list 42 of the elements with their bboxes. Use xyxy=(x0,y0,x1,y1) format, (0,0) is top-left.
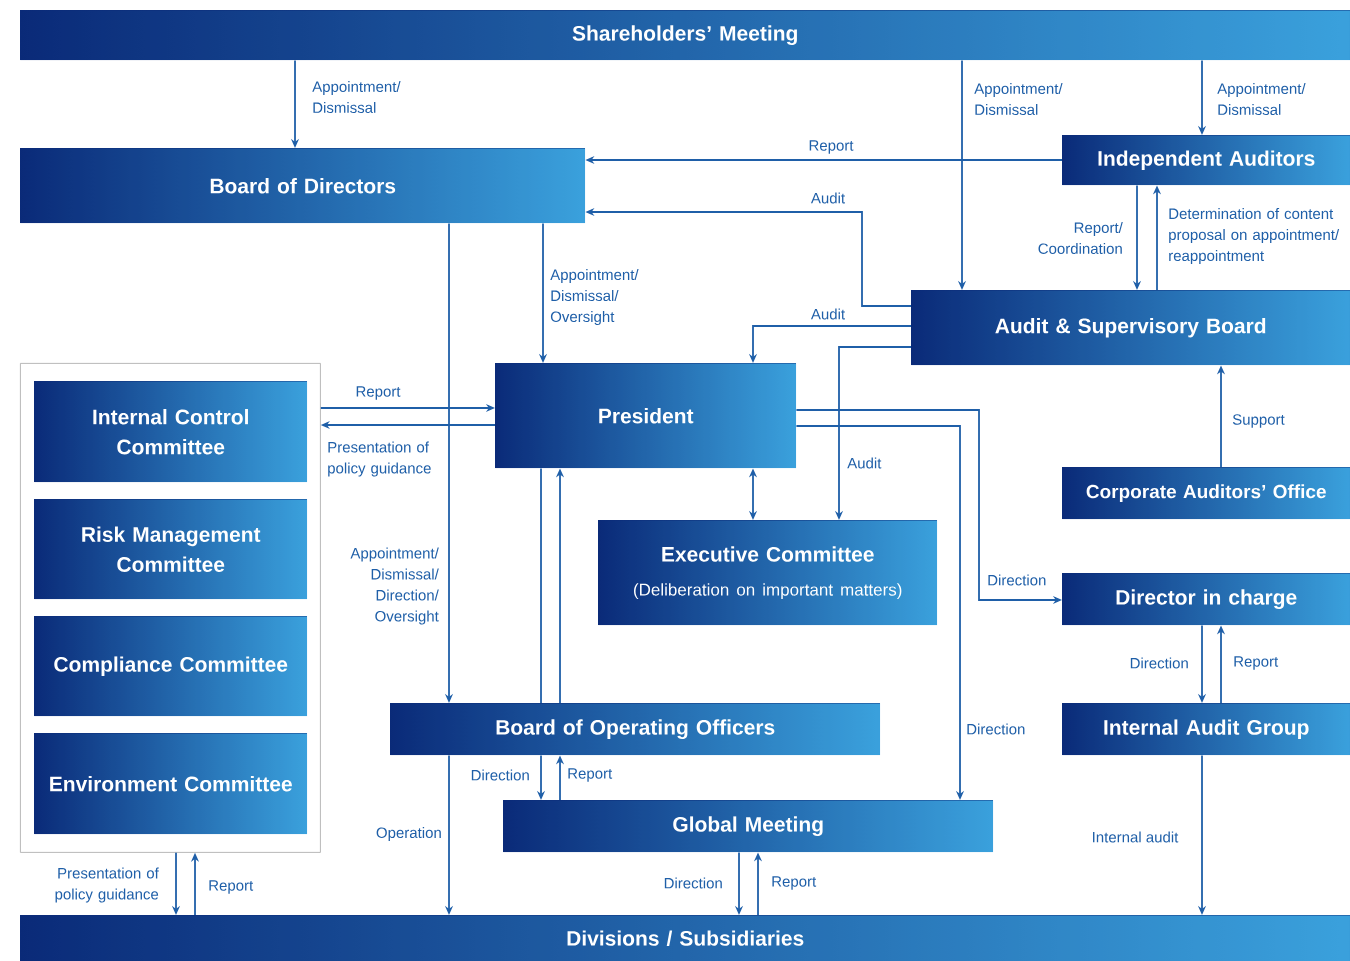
edge-label: Determination of content proposal on appointment/ reappointment xyxy=(1169,208,1340,264)
edge-label: Presentation of policy guidance xyxy=(328,441,431,477)
box: Environment Committee xyxy=(34,733,308,835)
box: Internal Control Committee xyxy=(34,381,308,483)
box: Executive Committee (Deliberation on important matters) xyxy=(598,520,938,626)
edge-label: Audit xyxy=(847,457,882,469)
edge-label: Report/ Coordination xyxy=(1038,222,1123,254)
edge-label: Internal audit xyxy=(1093,831,1179,843)
box: Divisions / Subsidiaries xyxy=(20,915,1350,961)
box: Independent Auditors xyxy=(1062,135,1350,186)
edge-label: Audit xyxy=(810,308,845,320)
edge-label: Direction xyxy=(664,877,722,889)
edge-label: Report xyxy=(1234,656,1279,670)
edge-label: Direction xyxy=(988,574,1046,586)
edge-label: Report xyxy=(356,386,401,400)
box: Corporate Auditors’ Office xyxy=(1062,467,1350,520)
box: Global Meeting xyxy=(503,800,994,853)
edge-label: Report xyxy=(809,140,854,154)
box: Compliance Committee xyxy=(34,616,308,717)
box: Board of Operating Officers xyxy=(390,703,881,756)
box: President xyxy=(495,363,797,469)
edge-label: Direction xyxy=(1130,657,1188,669)
edge-label: Report xyxy=(772,876,817,890)
edge-label: Report xyxy=(209,880,254,894)
box: Board of Directors xyxy=(20,148,586,224)
edge-label: Appointment/ Dismissal xyxy=(974,83,1063,115)
box: Internal Audit Group xyxy=(1062,703,1350,756)
edge-label: Support xyxy=(1232,414,1285,428)
edge-label: Operation xyxy=(376,827,441,841)
box: Shareholders’ Meeting xyxy=(20,10,1350,61)
edge-label: Appointment/ Dismissal/ Oversight xyxy=(550,269,639,325)
edge-label: Report xyxy=(568,768,613,782)
edge-label: Appointment/ Dismissal xyxy=(312,81,401,113)
box: Director in charge xyxy=(1062,573,1350,626)
box: Audit & Supervisory Board xyxy=(911,290,1350,366)
box: Risk Management Committee xyxy=(34,499,308,600)
edge-label: Appointment/ Dismissal xyxy=(1217,83,1306,115)
edge-label: Presentation of policy guidance xyxy=(55,867,159,903)
edge-label: Audit xyxy=(810,192,845,204)
edge-label: Direction xyxy=(967,723,1025,735)
edge-label: Appointment/ Dismissal/ Direction/ Oversight xyxy=(350,547,439,625)
edge-label: Direction xyxy=(471,769,529,781)
